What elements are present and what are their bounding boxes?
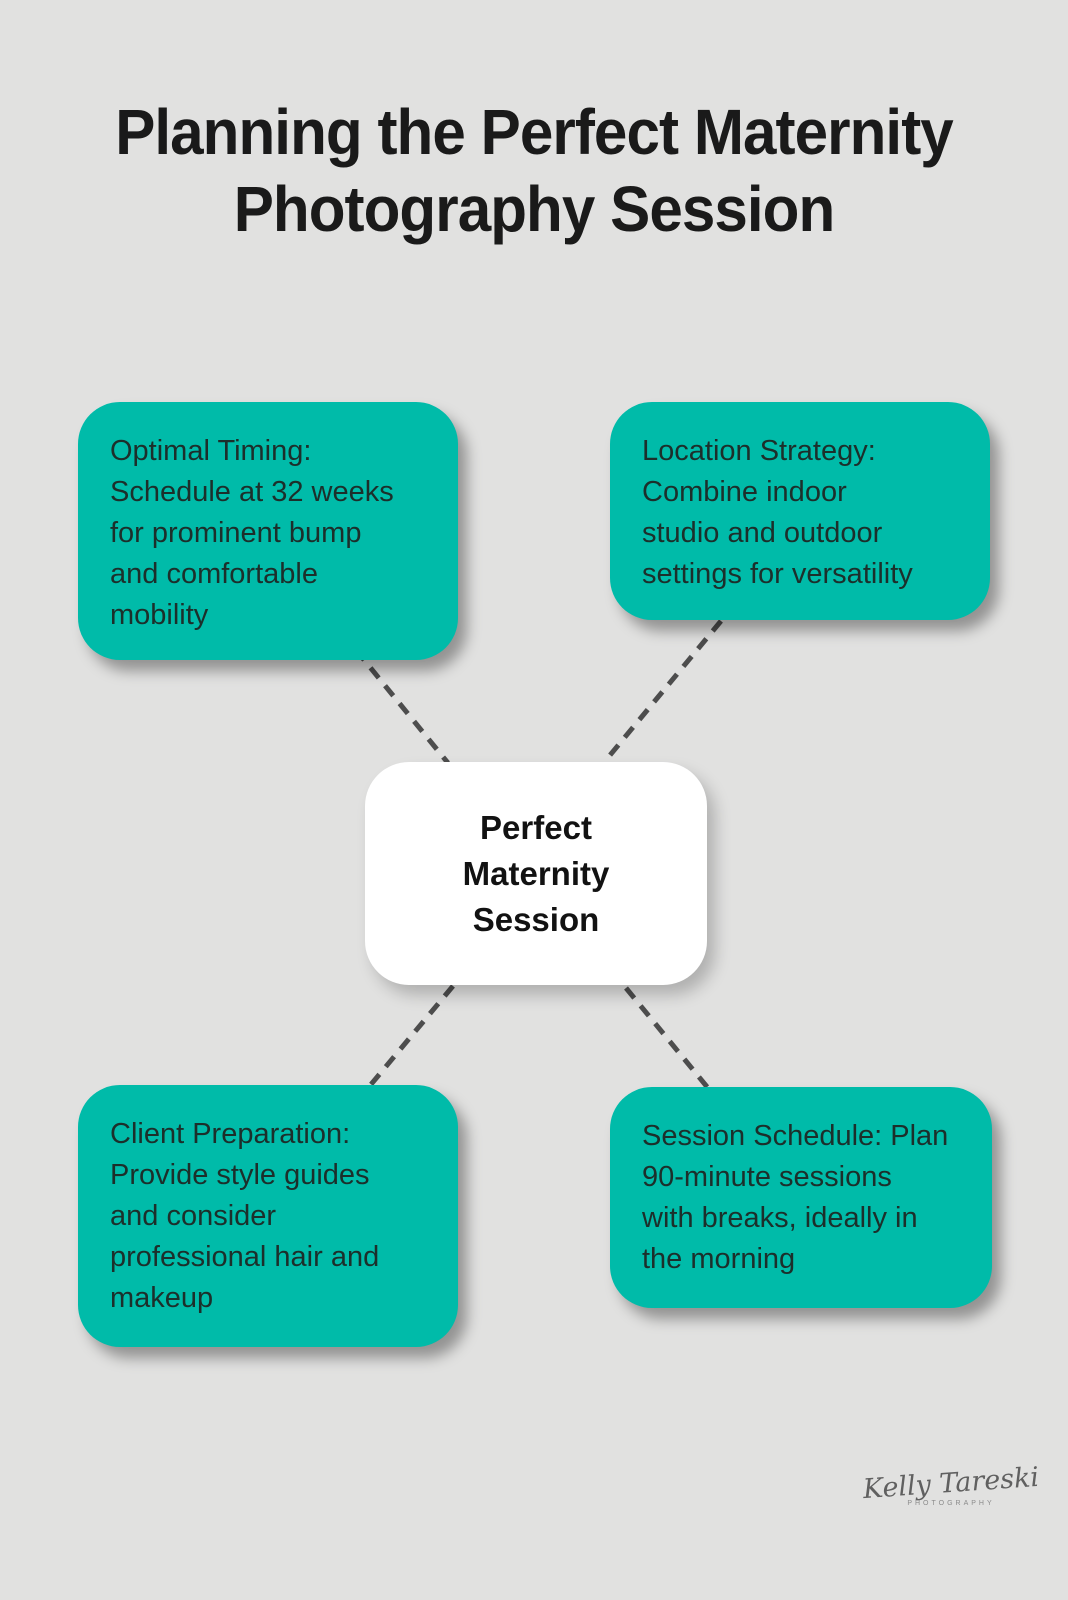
photographer-signature: Kelly Tareski PHOTOGRAPHY xyxy=(856,1462,1046,1507)
signature-name: Kelly Tareski xyxy=(861,1461,1041,1506)
title-line-1: Planning the Perfect Maternity xyxy=(115,96,954,168)
node-text-line: Schedule at 32 weeks xyxy=(110,476,394,508)
signature-subtitle: PHOTOGRAPHY xyxy=(907,1500,995,1507)
node-text-line: Optimal Timing: xyxy=(110,435,312,467)
node-text-line: studio and outdoor xyxy=(642,517,883,549)
center-text-line: Perfect xyxy=(480,808,592,846)
title-line-2: Photography Session xyxy=(233,173,835,245)
center-text-line: Session xyxy=(472,900,600,938)
node-text-line: and comfortable xyxy=(110,558,318,590)
connector-bottom-left xyxy=(366,984,455,1090)
node-location-strategy: Location Strategy: Combine indoor studio… xyxy=(610,402,990,620)
node-center-perfect-maternity-session: Perfect Maternity Session xyxy=(365,762,707,985)
connector-bottom-right xyxy=(624,986,710,1090)
node-text-line: makeup xyxy=(110,1282,214,1314)
node-text-line: Client Preparation: xyxy=(110,1118,351,1150)
node-optimal-timing: Optimal Timing: Schedule at 32 weeks for… xyxy=(78,402,458,660)
connector-top-left xyxy=(354,648,450,765)
node-text-line: Provide style guides xyxy=(110,1159,370,1191)
node-text-line: Combine indoor xyxy=(642,476,847,508)
connector-top-right xyxy=(604,619,723,762)
center-text-line: Maternity xyxy=(462,854,610,892)
node-text-line: Location Strategy: xyxy=(642,435,876,467)
node-text-line: mobility xyxy=(110,599,209,631)
node-text-line: with breaks, ideally in xyxy=(642,1202,918,1234)
node-text-line: Session Schedule: Plan xyxy=(642,1120,949,1152)
node-text-line: 90-minute sessions xyxy=(642,1161,892,1193)
node-text-line: professional hair and xyxy=(110,1241,380,1273)
node-text-line: and consider xyxy=(110,1200,277,1232)
node-session-schedule: Session Schedule: Plan 90-minute session… xyxy=(610,1087,992,1308)
node-text-line: settings for versatility xyxy=(642,558,913,590)
node-client-preparation: Client Preparation: Provide style guides… xyxy=(78,1085,458,1347)
node-text-line: for prominent bump xyxy=(110,517,362,549)
node-text-line: the morning xyxy=(642,1243,796,1275)
page-title: Planning the Perfect Maternity Photograp… xyxy=(32,94,1036,248)
